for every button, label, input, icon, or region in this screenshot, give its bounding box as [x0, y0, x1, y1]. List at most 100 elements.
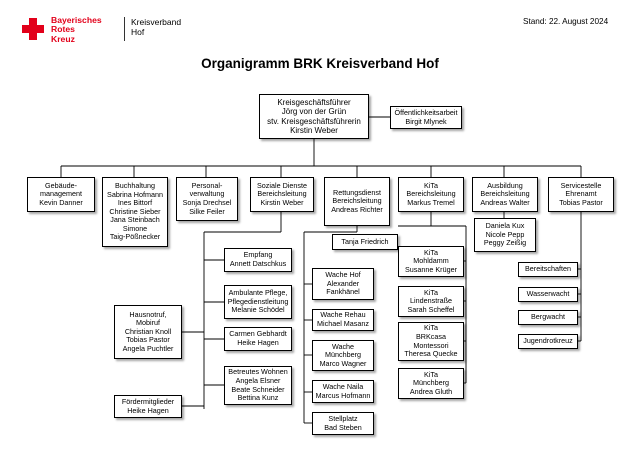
header-divider [124, 17, 125, 41]
outpatient-care-line: Ambulante Pflege, [228, 288, 288, 298]
personnel-box: Personal- verwaltung Sonja Drechsel Silk… [176, 177, 238, 221]
facility-management-line: Gebäude- [45, 180, 77, 190]
emergency-call-line: Tobias Pastor [126, 335, 170, 345]
youth-red-cross-line: Jugendrotkreuz [523, 336, 573, 346]
personnel-line: Silke Feiler [189, 206, 225, 216]
water-rescue-line: Wasserwacht [526, 289, 570, 299]
first-aid-units-line: Bereitschaften [525, 264, 571, 274]
youth-red-cross-box: Jugendrotkreuz [518, 334, 578, 349]
accounting-line: Simone [122, 223, 148, 233]
training-line: Andreas Walter [480, 197, 530, 207]
kita-muenchberg-line: KiTa [424, 369, 438, 379]
kita-brkcasa-line: KiTa [424, 323, 438, 333]
volunteer-service-box: Servicestelle Ehrenamt Tobias Pastor [548, 177, 614, 212]
chart-title: Organigramm BRK Kreisverband Hof [201, 56, 439, 71]
social-services-line: Kirstin Weber [260, 197, 304, 207]
brand-line-3: Kreuz [51, 33, 75, 44]
personnel-line: Sonja Drechsel [182, 198, 232, 207]
care-staff-box: Carmen Gebhardt Heike Hagen [224, 327, 292, 351]
accounting-line: Buchhaltung [115, 180, 155, 190]
public-relations-line: Öffentlichkeitsarbeit [394, 107, 458, 117]
water-rescue-box: Wasserwacht [518, 287, 578, 302]
supporting-members-box: Fördermitglieder Heike Hagen [114, 395, 182, 418]
outpatient-care-box: Ambulante Pflege, Pflegedienstleitung Me… [224, 285, 292, 319]
kita-line: Markus Tremel [407, 197, 455, 207]
assisted-living-line: Beate Schneider [231, 384, 285, 394]
accounting-box: Buchhaltung Sabrina Hofmann Ines Bittorf… [102, 177, 168, 247]
kita-lindenstrasse-line: Lindenstraße [410, 296, 452, 306]
supporting-members-line: Heike Hagen [127, 405, 169, 415]
managing-director-box: Kreisgeschäftsführer Jörg von der Grün s… [259, 94, 369, 139]
care-staff-line: Carmen Gebhardt [229, 329, 287, 339]
accounting-line: Taig-Pößnecker [109, 232, 161, 242]
managing-director-line: Kirstin Weber [290, 125, 338, 135]
kita-lindenstrasse-line: Sarah Scheffel [407, 304, 455, 314]
outpatient-care-line: Pflegedienstleitung [227, 296, 289, 306]
first-aid-units-box: Bereitschaften [518, 262, 578, 277]
social-services-line: Soziale Dienste [257, 180, 307, 190]
personnel-line: verwaltung [189, 189, 225, 199]
rescue-service-line: Bereichsleitung [332, 196, 382, 206]
emergency-call-line: Mobiruf [136, 318, 160, 328]
accounting-line: Ines Bittorf [117, 198, 153, 208]
rescue-service-line: Andreas Richter [331, 204, 383, 214]
kita-brkcasa-box: KiTa BRKcasa Montessori Theresa Quecke [398, 322, 464, 361]
supporting-members-line: Fördermitglieder [121, 396, 175, 406]
brand-line-2: Rotes [51, 24, 75, 35]
parking-bad-steben-line: Bad Steben [324, 422, 362, 432]
station-hof-box: Wache Hof Alexander Fankhänel [312, 268, 374, 300]
assisted-living-box: Betreutes Wohnen Angela Elsner Beate Sch… [224, 366, 292, 405]
brand-name: Bayerisches Rotes Kreuz [51, 15, 102, 44]
red-cross-logo-icon [22, 18, 44, 40]
kita-brkcasa-line: Theresa Quecke [404, 349, 458, 359]
rescue-service-box: Rettungsdienst Bereichsleitung Andreas R… [324, 177, 390, 226]
training-line: Bereichsleitung [480, 189, 530, 199]
mountain-rescue-box: Bergwacht [518, 310, 578, 325]
public-relations-box: Öffentlichkeitsarbeit Birgit Mlynek [390, 106, 462, 129]
rescue-service-line: Rettungsdienst [333, 187, 381, 197]
unit-line-2: Hof [131, 27, 145, 37]
kita-brkcasa-line: Montessori [413, 340, 449, 350]
personnel-line: Personal- [191, 180, 223, 190]
station-muenchberg-line: Marco Wagner [319, 358, 367, 368]
accounting-line: Christine Sieber [109, 206, 161, 216]
training-box: Ausbildung Bereichsleitung Andreas Walte… [472, 177, 538, 212]
reception-line: Empfang [243, 250, 273, 260]
station-hof-line: Alexander [326, 278, 360, 288]
kita-box: KiTa Bereichsleitung Markus Tremel [398, 177, 464, 212]
unit-line-1: Kreisverband [131, 17, 182, 27]
kita-mohldamm-line: KiTa [424, 247, 438, 257]
assisted-living-line: Betreutes Wohnen [228, 367, 288, 377]
mountain-rescue-line: Bergwacht [531, 312, 565, 322]
managing-director-line: Kreisgeschäftsführer [277, 98, 351, 108]
kita-lindenstrasse-box: KiTa Lindenstraße Sarah Scheffel [398, 286, 464, 317]
public-relations-line: Birgit Mlynek [405, 116, 447, 126]
accounting-line: Jana Steinbach [110, 215, 160, 225]
station-naila-box: Wache Naila Marcus Hofmann [312, 380, 374, 403]
station-muenchberg-line: Münchberg [325, 350, 361, 360]
facility-management-line: Kevin Danner [39, 197, 83, 207]
training-team-box: Daniela Kux Nicole Pepp Peggy Zeißig [474, 218, 536, 252]
kita-mohldamm-box: KiTa Mohldamm Susanne Krüger [398, 246, 464, 277]
volunteer-service-line: Servicestelle [560, 180, 602, 190]
kita-mohldamm-line: Susanne Krüger [405, 264, 457, 274]
parking-bad-steben-line: Stellplatz [328, 413, 358, 423]
kita-line: Bereichsleitung [406, 189, 456, 199]
facility-management-box: Gebäude- management Kevin Danner [27, 177, 95, 212]
facility-management-line: management [40, 189, 82, 199]
emergency-call-line: Christian Knoll [124, 326, 172, 336]
reception-line: Annett Datschkus [229, 259, 287, 268]
training-line: Ausbildung [487, 180, 523, 190]
managing-director-line: stv. Kreisgeschäftsführerin [267, 116, 361, 126]
outpatient-care-line: Melanie Schödel [231, 305, 285, 315]
station-rehau-box: Wache Rehau Michael Masanz [312, 309, 374, 331]
kita-mohldamm-line: Mohldamm [413, 256, 449, 266]
social-services-line: Bereichsleitung [257, 189, 307, 199]
date-stamp: Stand: 22. August 2024 [523, 17, 609, 26]
kita-lindenstrasse-line: KiTa [424, 287, 438, 297]
volunteer-service-line: Ehrenamt [565, 189, 597, 199]
parking-bad-steben-box: Stellplatz Bad Steben [312, 412, 374, 435]
managing-director-line: Jörg von der Grün [281, 107, 347, 117]
accounting-line: Sabrina Hofmann [107, 189, 163, 199]
station-naila-line: Wache Naila [322, 381, 364, 391]
